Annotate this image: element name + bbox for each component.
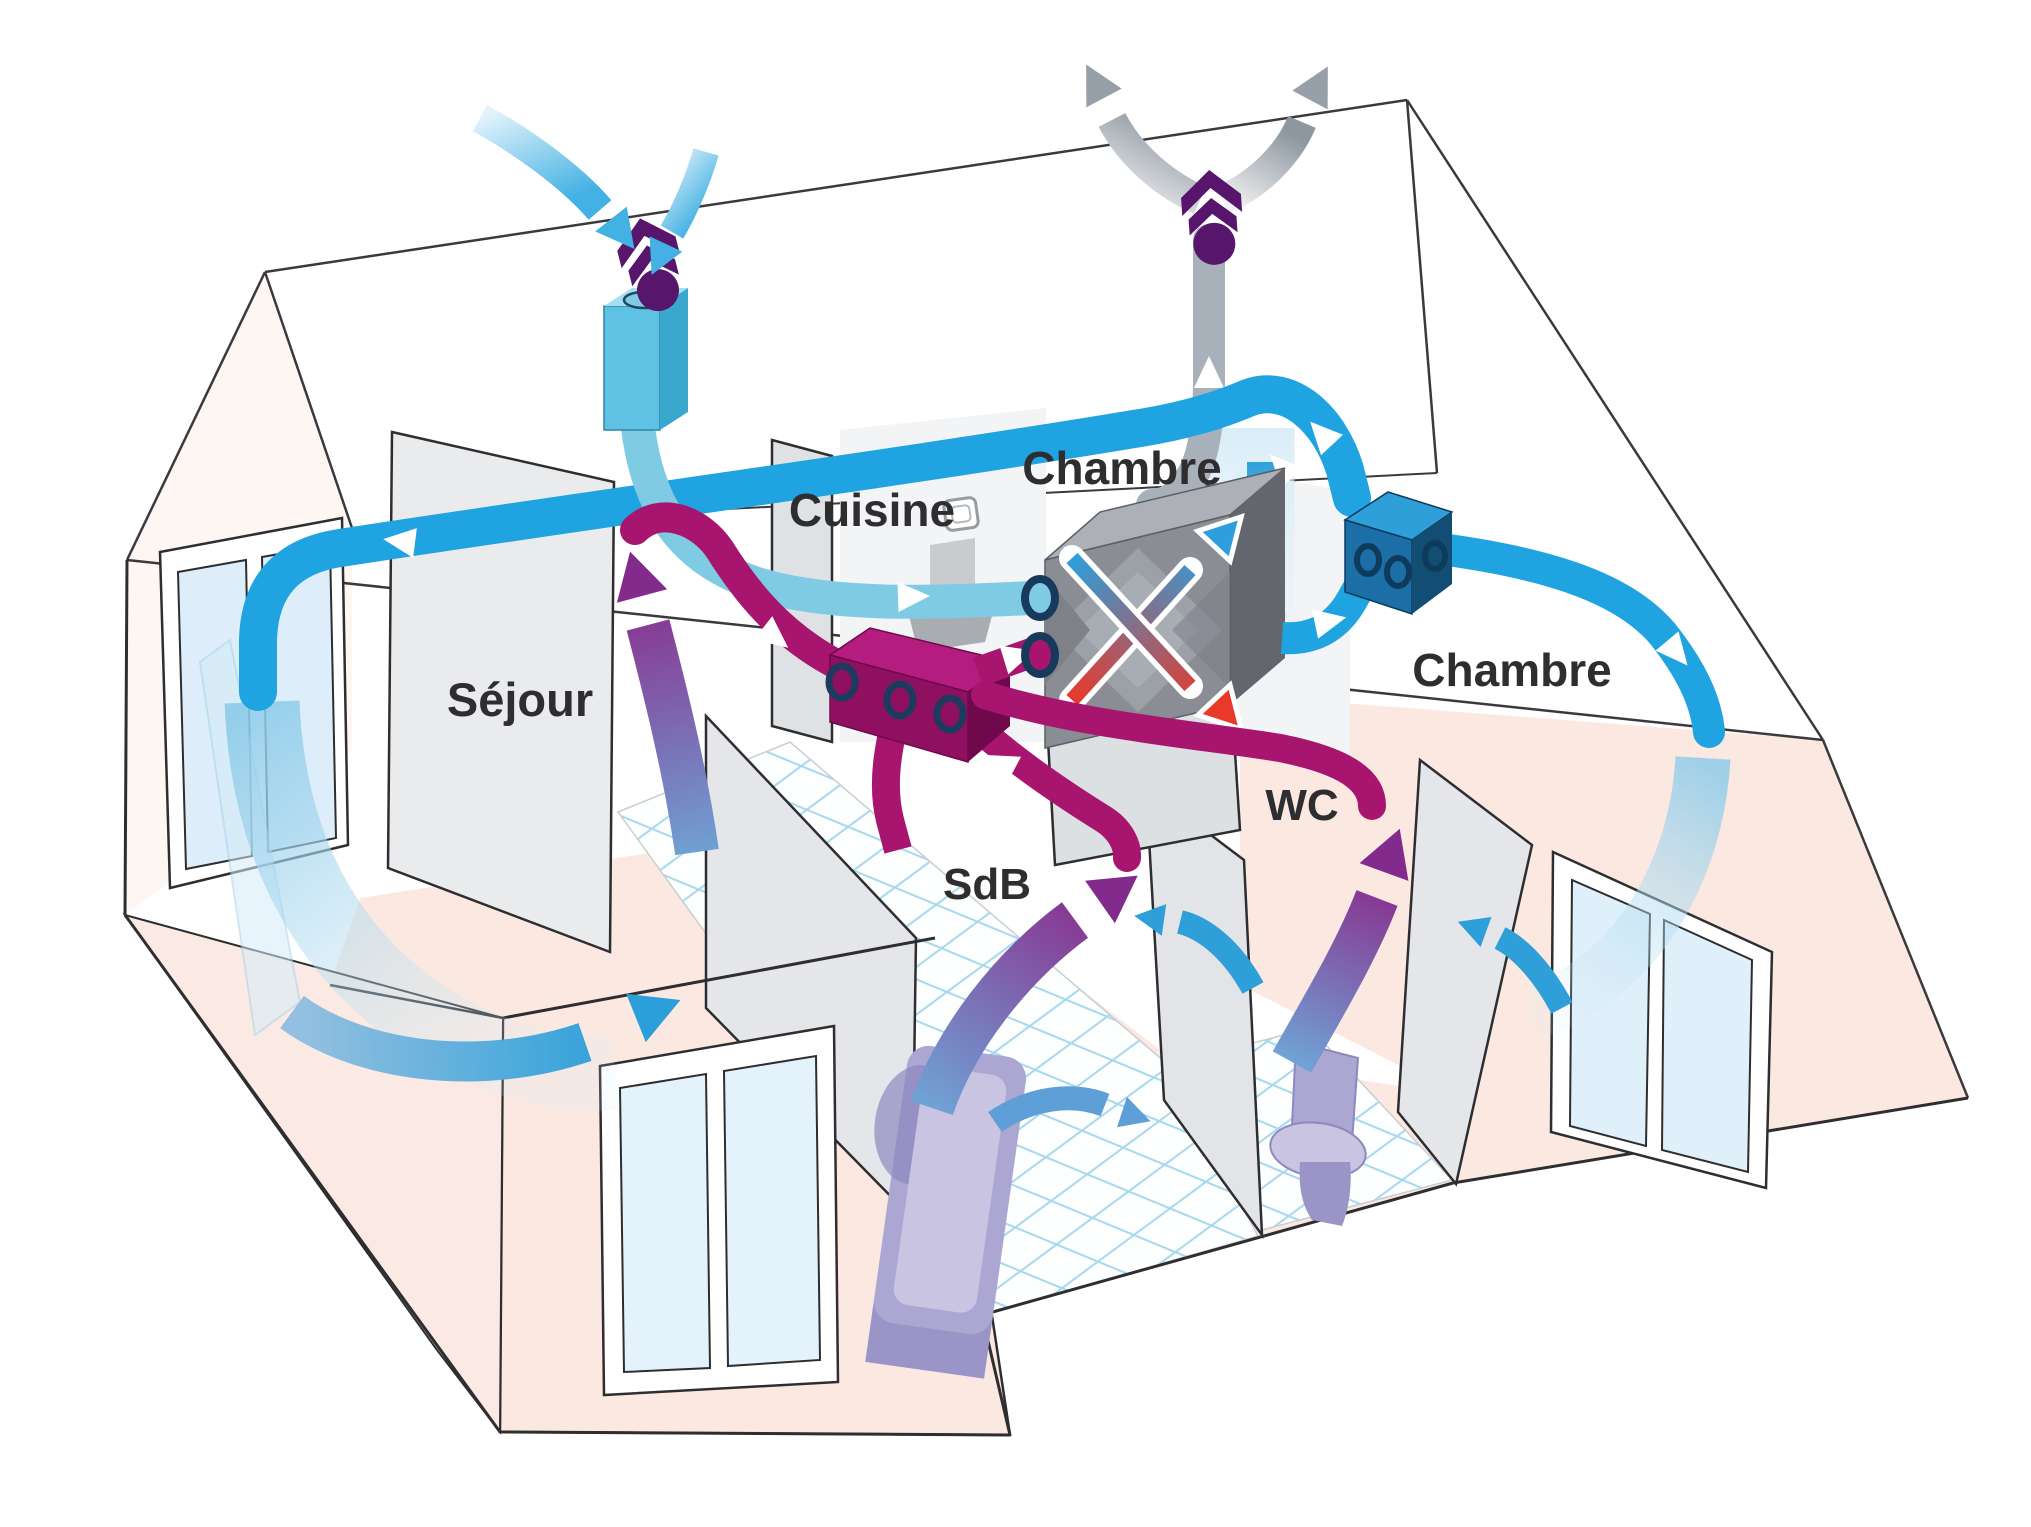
intake-box-side [660,288,688,430]
right-roof-edge [1821,739,1970,1099]
sejour-rising-head [616,551,668,603]
outside-air-arrow-left-head [595,206,635,249]
supply-distribution [1280,491,1725,748]
base-left [123,914,502,1433]
exchanger-arrow-fresh [1193,512,1245,566]
extract-duct-wc [971,681,1386,820]
heat-exchanger-cross-flow-icon [1021,467,1286,749]
roof-ridge [264,98,1408,274]
supply-attic-run [239,375,1371,711]
chambre-door-curl-head [1457,916,1492,948]
room-label-chambre-right: Chambre [1412,644,1611,696]
room-labels: Séjour Cuisine Chambre Chambre SdB WC [447,442,1612,909]
front-wall-cut-edge [502,936,936,1020]
exchanger-port-extract [1021,632,1059,678]
chambre-door-curl [1494,927,1573,1014]
left-front-corner [123,559,129,916]
sdb-rising-air [911,902,1089,1116]
room-label-sejour: Séjour [447,673,593,726]
wall-sejour-cuisine [386,430,616,954]
exchanger-side [1230,468,1285,705]
supply-duct-chambre-right [1432,534,1725,748]
exhaust-duct [1086,64,1328,521]
hip-edge-front [1405,99,1825,741]
wc-rising-air [1272,889,1398,1073]
sejour-rising-air [626,619,719,856]
exchanger-port-fresh [1021,575,1059,621]
supply-distribution-box [1343,491,1454,616]
fixtures [865,1040,1367,1379]
exhaust-roof-cap-icon [1181,170,1243,265]
room-label-wc: WC [1265,781,1338,830]
wc-door-curl [1176,910,1264,994]
outside-air-arrow-right [660,148,719,239]
floor-transfer-arrow-band [280,995,592,1082]
wc-door-curl-head [1134,904,1167,936]
toilet-icon [1269,1040,1367,1226]
base-middle [981,1181,1454,1317]
exhaust-swoosh-left-head [1086,64,1122,108]
outside-air-arrow-left [472,104,612,220]
room-label-sdb: SdB [943,860,1031,909]
gable-edge-front [125,271,267,561]
sdb-floor-curl [988,1086,1110,1133]
sdb-floor-curl-head [1117,1096,1151,1128]
bathtub-icon [865,1045,1027,1379]
exchanger-arrow-exhaust [1193,680,1245,734]
gable-edge-rear [263,271,354,529]
outside-air-arrow-right-head [649,236,683,275]
extract-network [620,502,1142,872]
intake-box-front [603,305,661,431]
front-left-window [598,1024,840,1397]
extract-duct-cuisine [620,502,853,680]
kitchen-grille-icon [942,496,980,532]
room-label-chambre-back: Chambre [1022,442,1221,494]
hip-edge-rear [1405,99,1439,474]
room-label-cuisine: Cuisine [789,484,955,536]
supply-attic-duct [239,375,1371,711]
sdb-rising-head [1085,875,1138,924]
exhaust-swoosh-right [1215,115,1316,214]
exhaust-swoosh-right-head [1292,66,1328,110]
fresh-air-intake [472,104,1049,619]
wc-rising-head [1359,828,1409,881]
base-front [499,1430,1011,1437]
floor-transfer-arrowhead [626,993,681,1043]
